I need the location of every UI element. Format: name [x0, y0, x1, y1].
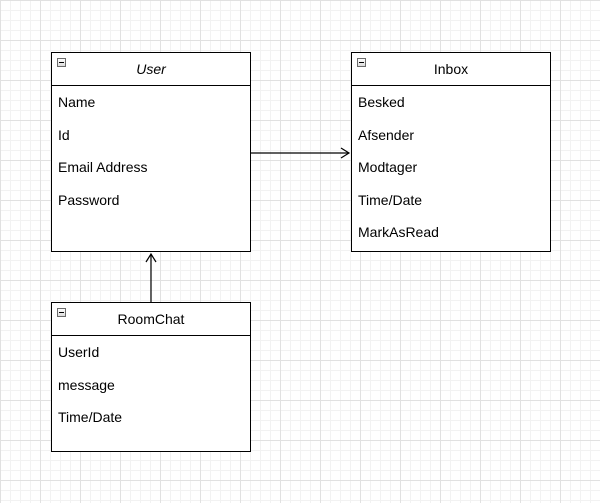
class-user-header[interactable]: User [52, 53, 250, 86]
class-roomchat-field[interactable]: Time/Date [58, 409, 123, 425]
class-roomchat-header[interactable]: RoomChat [52, 303, 250, 336]
class-inbox-field[interactable]: Afsender [358, 126, 415, 143]
class-user-field[interactable]: Name [58, 94, 96, 110]
class-roomchat-fields: UserId message Time/Date [52, 336, 250, 434]
collapse-minus-icon[interactable] [357, 58, 366, 67]
class-roomchat-field[interactable]: message [58, 376, 115, 393]
class-user-fields: Name Id Email Address Password [52, 86, 250, 216]
class-inbox[interactable]: Inbox Besked Afsender Modtager Time/Date… [351, 52, 551, 252]
class-user-field[interactable]: Id [58, 126, 70, 143]
class-inbox-fields: Besked Afsender Modtager Time/Date MarkA… [352, 86, 550, 249]
association-roomchat-user[interactable] [145, 252, 157, 302]
class-user-field[interactable]: Password [58, 191, 120, 208]
class-roomchat-title: RoomChat [117, 311, 185, 327]
class-inbox-field[interactable]: MarkAsRead [358, 224, 439, 240]
class-roomchat-field[interactable]: UserId [58, 344, 100, 360]
class-user[interactable]: User Name Id Email Address Password [51, 52, 251, 252]
collapse-minus-icon[interactable] [57, 308, 66, 317]
class-inbox-field[interactable]: Modtager [358, 159, 418, 175]
class-inbox-field[interactable]: Besked [358, 94, 405, 110]
class-roomchat[interactable]: RoomChat UserId message Time/Date [51, 302, 251, 452]
class-inbox-title: Inbox [433, 61, 469, 77]
arrowhead-icon [340, 147, 351, 159]
collapse-minus-icon[interactable] [57, 58, 66, 67]
class-inbox-field[interactable]: Time/Date [358, 191, 423, 208]
arrowhead-icon [145, 252, 157, 263]
association-user-inbox[interactable] [251, 147, 351, 159]
class-user-field[interactable]: Email Address [58, 159, 148, 175]
class-user-title: User [136, 61, 166, 77]
class-inbox-header[interactable]: Inbox [352, 53, 550, 86]
